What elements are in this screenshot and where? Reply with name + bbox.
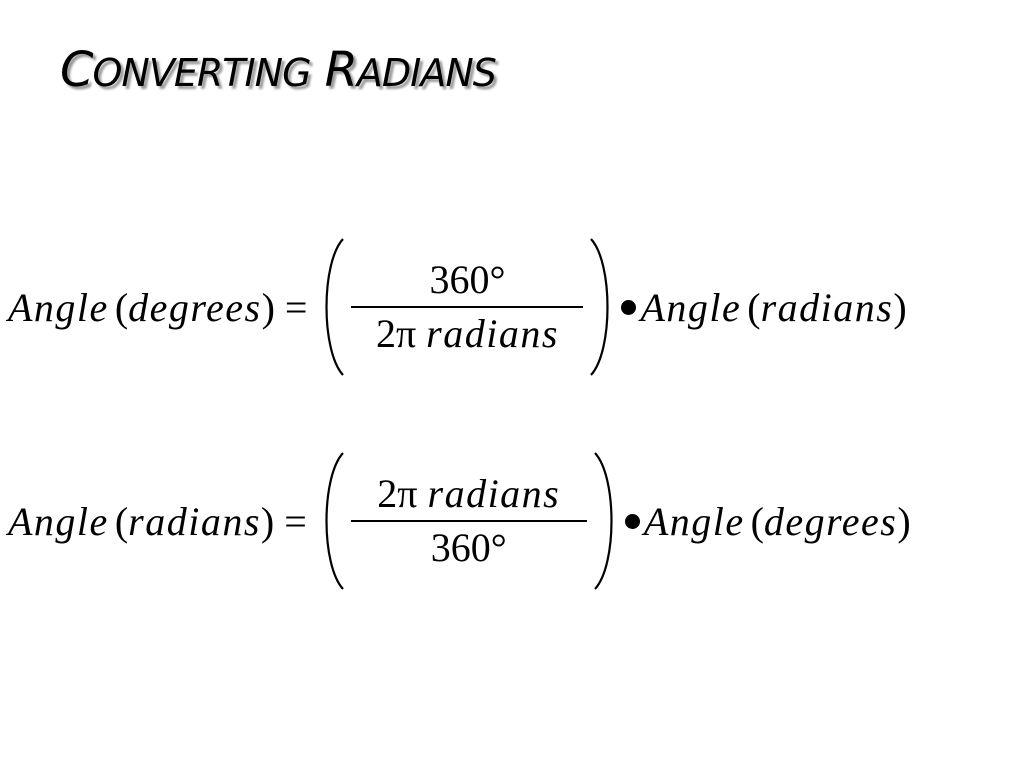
denominator-coefficient: 2π <box>375 311 417 356</box>
rhs-close-paren: ) <box>893 284 907 330</box>
lhs-close-paren: ) <box>260 498 275 544</box>
right-big-paren <box>590 238 609 376</box>
rhs-function: Angle <box>640 284 742 330</box>
denominator-unit: radians <box>426 311 559 356</box>
lhs-function: Angle <box>8 498 109 544</box>
title-word-onverting: ONVERTING <box>92 51 312 95</box>
left-big-paren <box>325 238 345 376</box>
fraction-numerator: 360° <box>429 257 506 302</box>
lhs-open-paren: ( <box>114 498 129 544</box>
rhs-close-paren: ) <box>897 498 911 544</box>
title-initial-r: R <box>324 42 358 98</box>
title-initial-c: C <box>60 42 94 98</box>
left-big-paren <box>325 452 344 590</box>
multiply-dot-icon <box>624 513 640 529</box>
fraction-bar <box>351 306 584 308</box>
lhs-argument: radians <box>128 498 261 544</box>
lhs-open-paren: ( <box>114 284 129 330</box>
rhs-open-paren: ( <box>747 284 761 330</box>
equals-sign: = <box>284 498 307 544</box>
multiply-dot-icon <box>621 299 637 315</box>
rhs-function: Angle <box>643 498 745 544</box>
equals-sign: = <box>284 284 308 330</box>
right-big-paren <box>593 452 613 590</box>
numerator-unit: radians <box>427 471 561 516</box>
lhs-close-paren: ) <box>261 284 275 330</box>
rhs-open-paren: ( <box>750 498 764 544</box>
lhs-function: Angle <box>8 284 109 330</box>
fraction-denominator: 360° <box>430 525 507 570</box>
fraction-bar <box>350 520 587 522</box>
rhs-argument: degrees <box>763 498 898 544</box>
title-word-adians: ADIANS <box>356 51 497 95</box>
rhs-argument: radians <box>760 284 894 330</box>
lhs-argument: degrees <box>128 284 262 330</box>
slide-title: CONVERTING RADIANS <box>60 42 497 98</box>
numerator-coefficient: 2π <box>377 471 418 516</box>
